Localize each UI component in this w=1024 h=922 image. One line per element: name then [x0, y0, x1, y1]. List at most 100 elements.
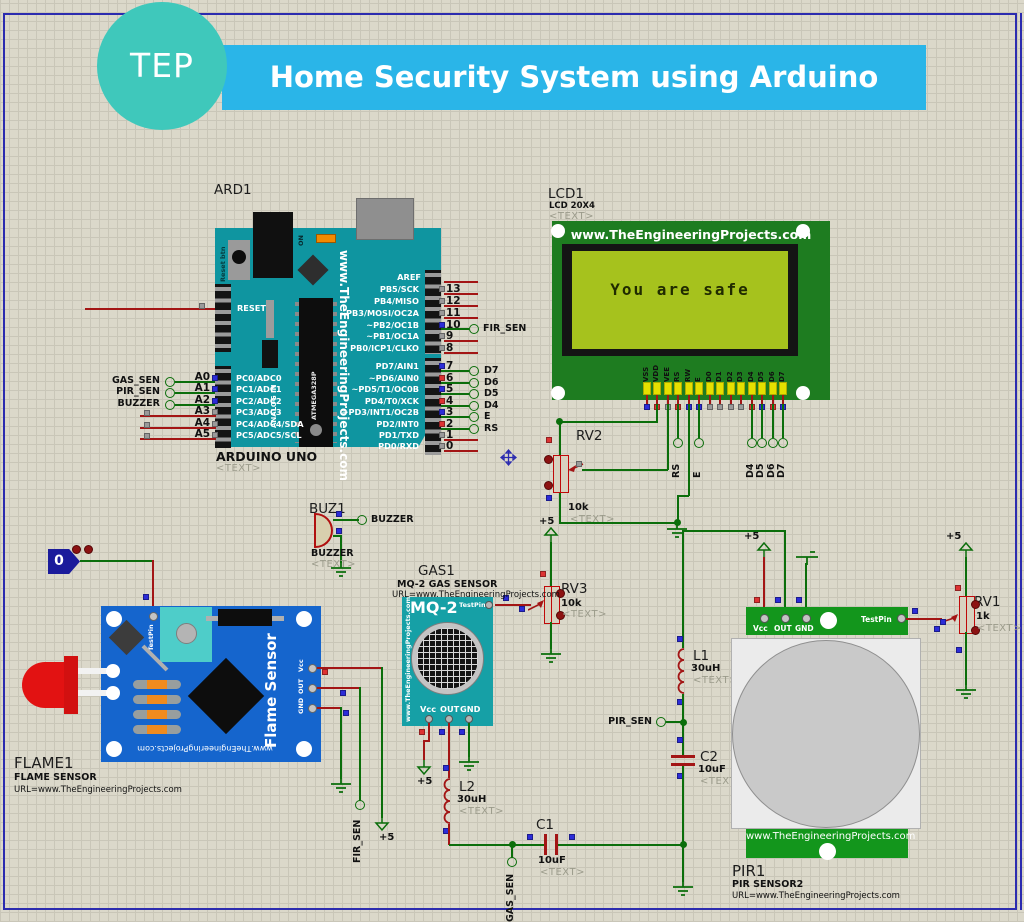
buzzer-symbol[interactable] [314, 513, 333, 548]
fir-sen-terminal[interactable] [469, 324, 479, 334]
pir-sen-net-terminal[interactable] [656, 717, 666, 727]
flame-vcc-pad[interactable] [308, 664, 317, 673]
junction-dot [556, 418, 563, 425]
arduino-pin-number[interactable]: A0 [194, 371, 210, 383]
gas-testpin-pad[interactable] [485, 601, 493, 609]
rv2-potentiometer[interactable] [553, 455, 569, 493]
wire-segment [558, 844, 684, 846]
lcd-pad[interactable] [737, 382, 745, 395]
arduino-pin-number[interactable]: A2 [194, 394, 210, 406]
arduino-pin-number[interactable]: 2 [446, 418, 454, 430]
net-label: E [484, 411, 491, 422]
arduino-pin-number[interactable]: 6 [446, 372, 454, 384]
flame-mount-hole [106, 611, 122, 627]
l1-inductor[interactable] [677, 648, 690, 694]
gas-sen-terminal[interactable] [165, 377, 175, 387]
d7-terminal[interactable] [469, 366, 479, 376]
buzzer-net-terminal[interactable] [357, 515, 367, 525]
flame-gnd-pad[interactable] [308, 704, 317, 713]
lcd-pad[interactable] [664, 382, 672, 395]
flame-ref[interactable]: FLAME1 [14, 754, 74, 772]
flame-pin-label: GND [297, 697, 305, 714]
net-state-square [754, 597, 760, 603]
c2-plate[interactable] [671, 755, 695, 758]
c1-ref[interactable]: C1 [536, 817, 555, 833]
lcd-pad[interactable] [748, 382, 756, 395]
lcd-pad[interactable] [779, 382, 787, 395]
lcd-pad[interactable] [695, 382, 703, 395]
lcd-pad[interactable] [643, 382, 651, 395]
pir-vcc-pad[interactable] [760, 614, 769, 623]
rs-terminal[interactable] [469, 424, 479, 434]
lcd-d4-terminal[interactable] [747, 438, 757, 448]
lcd-pad[interactable] [706, 382, 714, 395]
arduino-pin-number[interactable]: A3 [194, 405, 210, 417]
flame-testpin-pad[interactable] [149, 612, 158, 621]
lcd-rs-terminal[interactable] [673, 438, 683, 448]
c2-ref[interactable]: C2 [700, 749, 719, 765]
gas-sen-net-terminal[interactable] [507, 857, 517, 867]
lcd-d7-terminal[interactable] [778, 438, 788, 448]
arduino-pin-number[interactable]: A5 [194, 428, 210, 440]
arduino-pin-number[interactable]: A4 [194, 417, 210, 429]
c2-plate[interactable] [671, 763, 695, 766]
sheet-border-right-outer [1020, 13, 1022, 910]
lcd-d5-terminal[interactable] [757, 438, 767, 448]
gas-ref[interactable]: GAS1 [418, 563, 455, 579]
lcd-pad[interactable] [716, 382, 724, 395]
arduino-pin-silk: PB0/ICP1/CLKO [350, 343, 419, 353]
rv1-ref[interactable]: RV1 [974, 594, 1001, 610]
arduino-pin-number[interactable]: A1 [194, 382, 210, 394]
arduino-pin-number[interactable]: 4 [446, 395, 454, 407]
net-state-square [439, 375, 445, 381]
arduino-pin-number[interactable]: 5 [446, 383, 454, 395]
arduino-pin-number[interactable]: 7 [446, 360, 454, 372]
arduino-pin-number[interactable]: 1 [446, 429, 454, 441]
lcd-pad[interactable] [758, 382, 766, 395]
lcd-pad[interactable] [674, 382, 682, 395]
flame-out-pad[interactable] [308, 684, 317, 693]
pir-dome [732, 640, 920, 828]
lcd-pad[interactable] [653, 382, 661, 395]
wire-segment [448, 824, 450, 845]
l2-inductor[interactable] [443, 778, 456, 824]
rv3-ref[interactable]: RV3 [561, 581, 588, 597]
arduino-pin-number[interactable]: 0 [446, 440, 454, 452]
arduino-pin-number[interactable]: 9 [446, 330, 454, 342]
fir-sen-net-terminal[interactable] [355, 800, 365, 810]
c1-plate[interactable] [544, 834, 547, 855]
c1-plate[interactable] [555, 834, 558, 855]
pir-sen-terminal[interactable] [165, 388, 175, 398]
arduino-pin-number[interactable]: 11 [446, 307, 461, 319]
d5-terminal[interactable] [469, 389, 479, 399]
pir-testpin-pad[interactable] [897, 614, 906, 623]
lcd-pin-label: D7 [778, 371, 786, 382]
arduino-ref[interactable]: ARD1 [214, 182, 252, 198]
gas-vcc-pad[interactable] [425, 715, 433, 723]
buzzer-terminal[interactable] [165, 400, 175, 410]
arduino-pin-number[interactable]: 8 [446, 342, 454, 354]
net-state-square [336, 528, 342, 534]
lcd-pad[interactable] [727, 382, 735, 395]
lcd-pad[interactable] [769, 382, 777, 395]
arduino-pin-number[interactable]: 12 [446, 295, 461, 307]
d4-terminal[interactable] [469, 401, 479, 411]
l1-ref[interactable]: L1 [693, 648, 710, 664]
d6-terminal[interactable] [469, 378, 479, 388]
l2-ref[interactable]: L2 [459, 779, 476, 795]
pir-gnd-pad[interactable] [802, 614, 811, 623]
net-label-pir-sen: PIR_SEN [116, 386, 160, 397]
e-terminal[interactable] [469, 412, 479, 422]
lcd-ref[interactable]: LCD1 [548, 186, 584, 202]
arduino-pin-number[interactable]: 13 [446, 283, 461, 295]
gas-gnd-pad[interactable] [465, 715, 473, 723]
lcd-e-terminal[interactable] [694, 438, 704, 448]
lcd-d6-terminal[interactable] [768, 438, 778, 448]
arduino-pin-number[interactable]: 3 [446, 406, 454, 418]
lcd-pad[interactable] [685, 382, 693, 395]
pir-ref[interactable]: PIR1 [732, 862, 766, 880]
rv2-ref[interactable]: RV2 [576, 428, 603, 444]
pir-out-pad[interactable] [781, 614, 790, 623]
wire-segment [582, 469, 668, 471]
gas-out-pad[interactable] [445, 715, 453, 723]
